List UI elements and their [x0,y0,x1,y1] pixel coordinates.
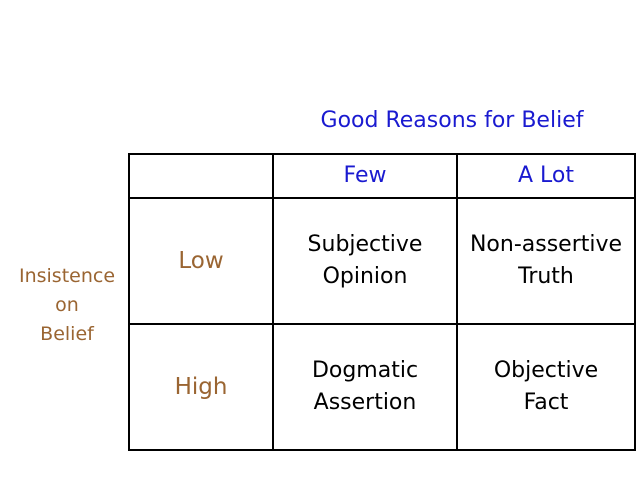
cell-line: Dogmatic [311,358,419,383]
row-axis-title: Insistence on Belief [8,262,126,349]
cell-line: Truth [518,264,574,289]
corner-cell [128,153,274,199]
cell-line: Non-assertive [469,232,623,257]
column-axis-title: Good Reasons for Belief [320,108,584,133]
row-header-low: Low [128,197,274,325]
row-axis-title-line: on [55,294,79,316]
cell-line: Assertion [313,390,417,415]
cell-line: Fact [523,390,569,415]
cell-line: Subjective [307,232,423,257]
row-axis-title-line: Insistence [18,265,116,287]
header-row: Few A Lot [128,153,636,199]
cell-line: Opinion [322,264,408,289]
column-header-few: Few [272,153,458,199]
cell-line: Objective [493,358,599,383]
row-axis-title-line: Belief [40,323,94,345]
column-header-a-lot: A Lot [456,153,636,199]
row-header-high: High [128,323,274,451]
